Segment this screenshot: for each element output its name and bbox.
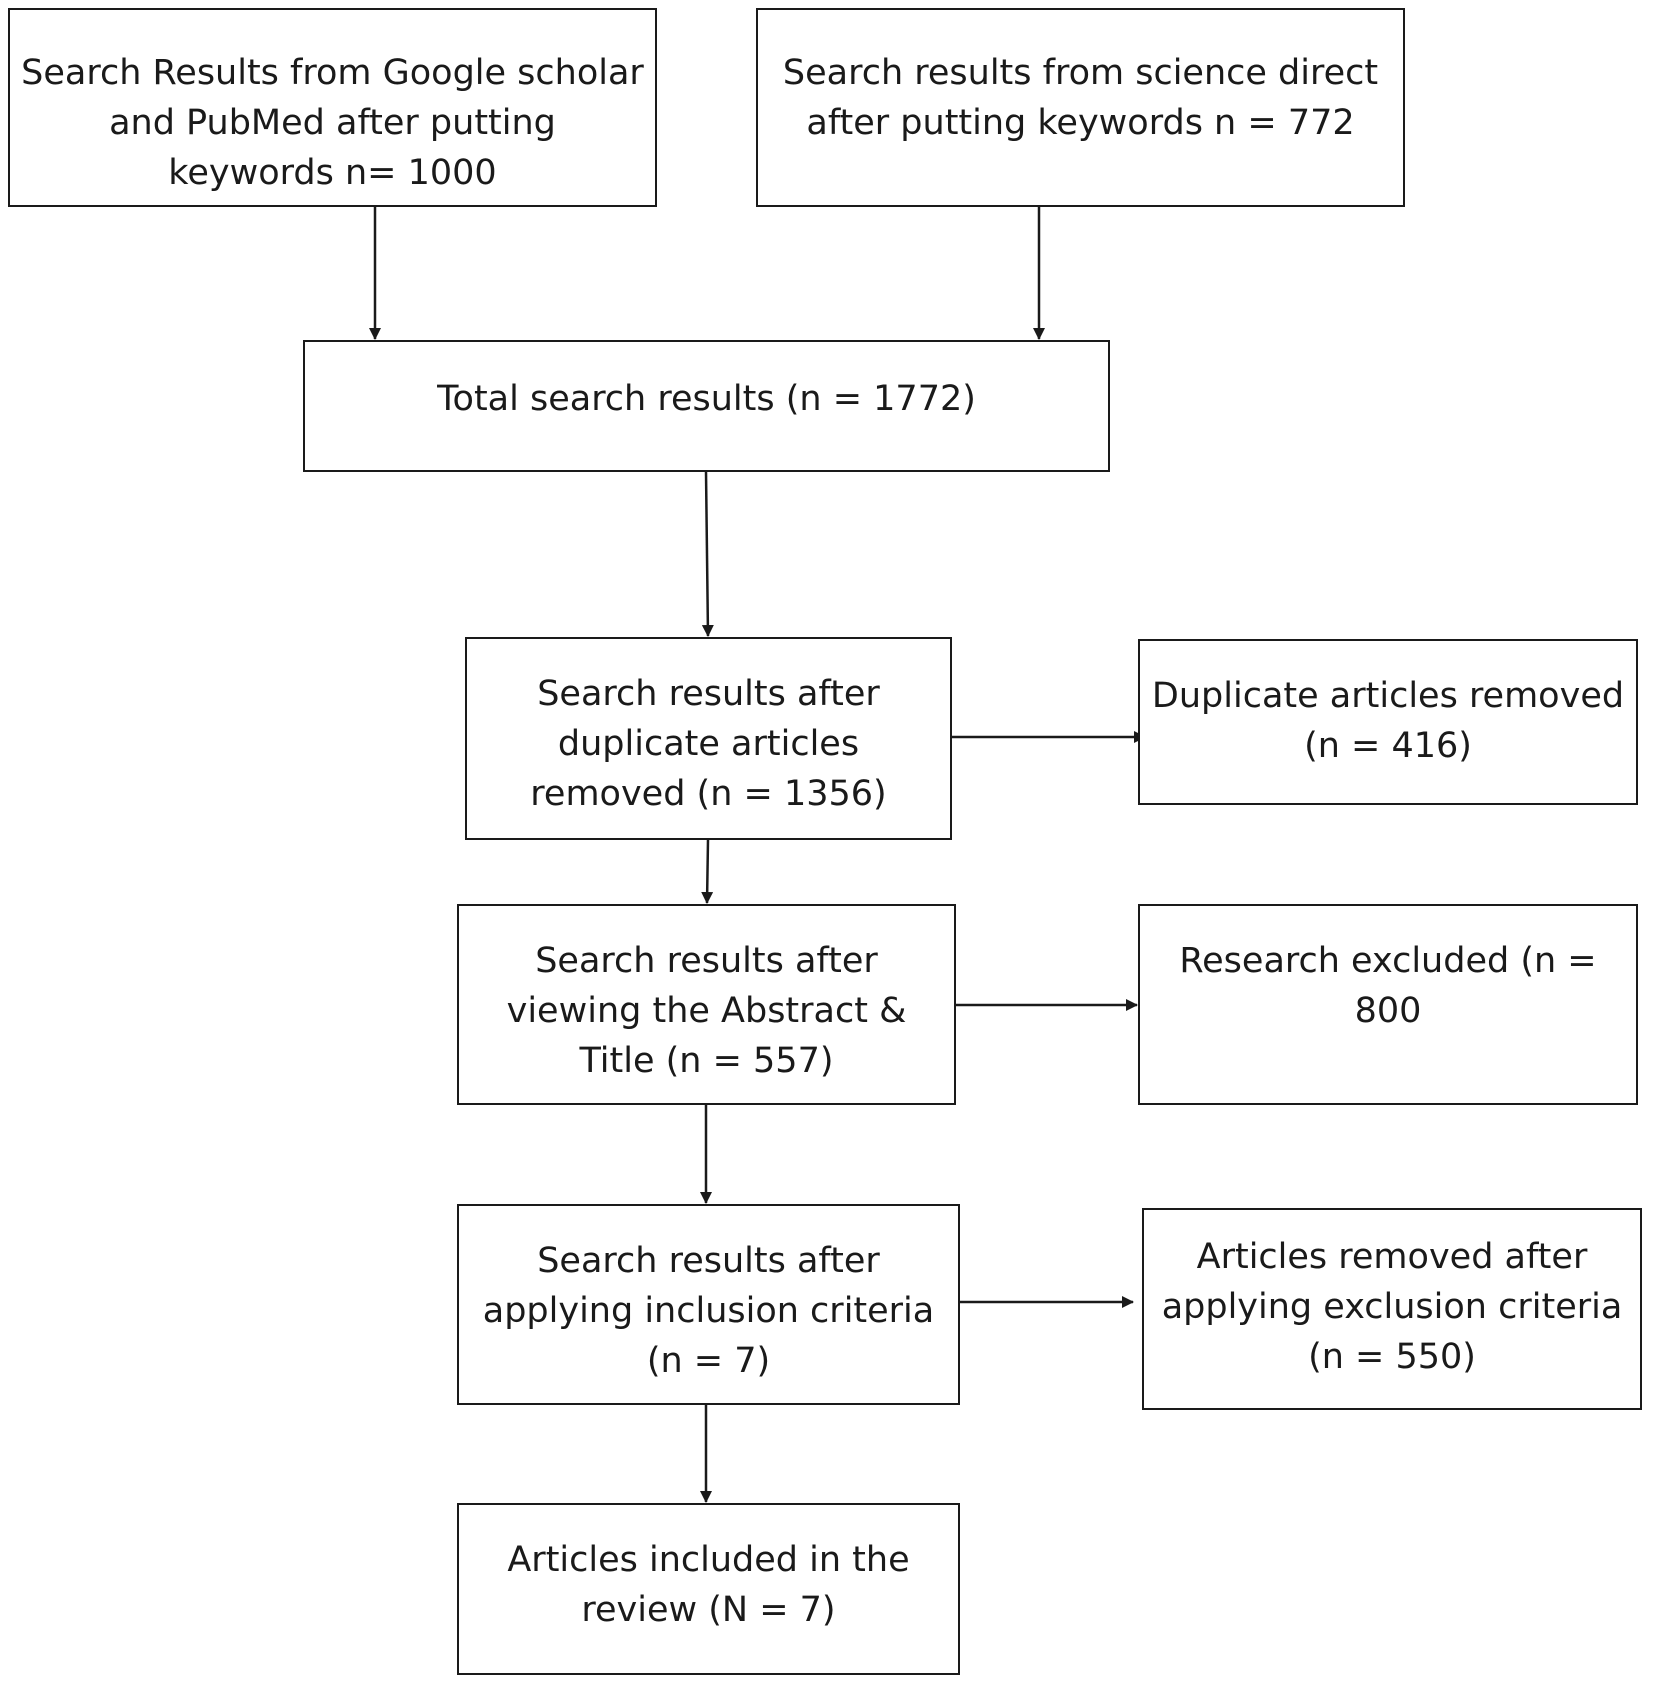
- box-included-in-review: Articles included in the review (N = 7): [457, 1503, 960, 1675]
- box-text-line: Search results from science direct: [782, 53, 1379, 93]
- box-text-line: after putting keywords n = 772: [806, 103, 1355, 143]
- box-text-line: Articles included in the: [507, 1540, 910, 1580]
- box-text-line: 800: [1354, 991, 1422, 1031]
- box-text-line: Search Results from Google scholar: [21, 53, 644, 93]
- box-text-line: duplicate articles: [557, 724, 860, 764]
- box-after-inclusion: Search results after applying inclusion …: [457, 1204, 960, 1405]
- box-text-line: Articles removed after: [1196, 1237, 1588, 1277]
- box-text-line: applying exclusion criteria: [1161, 1287, 1623, 1327]
- box-text-line: Search results after: [537, 674, 880, 714]
- box-text-line: Research excluded (n =: [1179, 941, 1597, 981]
- box-text-line: keywords n= 1000: [168, 153, 497, 193]
- box-google-scholar-pubmed: Search Results from Google scholar and P…: [8, 8, 657, 207]
- box-science-direct: Search results from science direct after…: [756, 8, 1405, 207]
- box-text-line: applying inclusion criteria: [482, 1291, 935, 1331]
- arrow-total-to-duplicates: [701, 471, 714, 637]
- box-text-line: removed (n = 1356): [530, 774, 887, 814]
- box-duplicates-removed: Duplicate articles removed (n = 416): [1138, 639, 1638, 805]
- box-research-excluded: Research excluded (n = 800: [1138, 904, 1638, 1105]
- box-total-results: Total search results (n = 1772): [303, 340, 1110, 472]
- box-text-line: Total search results (n = 1772): [437, 379, 976, 419]
- box-text-line: (n = 550): [1308, 1337, 1476, 1377]
- box-removed-exclusion: Articles removed after applying exclusio…: [1142, 1208, 1642, 1410]
- box-text-line: Title (n = 557): [579, 1041, 834, 1081]
- box-text-line: review (N = 7): [581, 1590, 836, 1630]
- box-text-line: and PubMed after putting: [109, 103, 556, 143]
- box-text-line: Search results after: [537, 1241, 880, 1281]
- box-text-line: (n = 416): [1304, 726, 1472, 766]
- box-text-line: Search results after: [535, 941, 878, 981]
- box-after-abstract-title: Search results after viewing the Abstrac…: [457, 904, 956, 1105]
- arrow-duplicates-to-abstract: [701, 839, 714, 904]
- box-text-line: Duplicate articles removed: [1151, 676, 1625, 716]
- box-after-duplicates: Search results after duplicate articles …: [465, 637, 952, 840]
- box-text-line: viewing the Abstract &: [506, 991, 907, 1031]
- box-text-line: (n = 7): [646, 1341, 771, 1381]
